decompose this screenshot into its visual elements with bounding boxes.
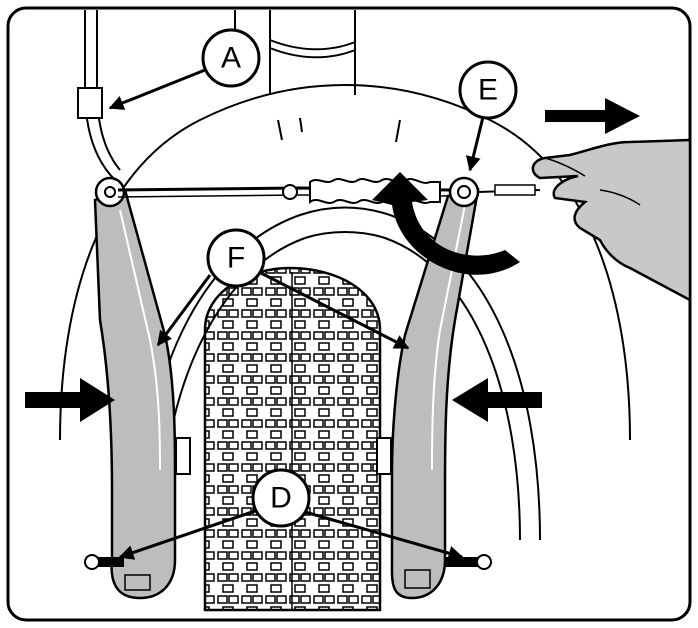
adjust-screw-left bbox=[84, 554, 124, 570]
pointer-arrow-icon bbox=[156, 274, 212, 347]
callout-d-label: D bbox=[270, 482, 292, 515]
pointer-arrow-icon bbox=[304, 510, 464, 561]
pointer-arrow-icon bbox=[108, 68, 206, 110]
push-left-arrow-icon bbox=[452, 378, 542, 422]
callout-e: E bbox=[458, 60, 518, 120]
callout-d: D bbox=[251, 468, 311, 528]
pointer-arrow-icon bbox=[465, 112, 486, 172]
left-brake-arm bbox=[93, 176, 191, 600]
callout-f: F bbox=[206, 228, 266, 288]
cable-housing bbox=[77, 10, 121, 181]
right-brake-arm bbox=[376, 176, 480, 600]
adjust-screw-right bbox=[444, 554, 492, 570]
hand-icon bbox=[531, 138, 692, 303]
callout-a-label: A bbox=[221, 42, 241, 75]
right-arrow-icon bbox=[545, 98, 640, 134]
tire bbox=[203, 266, 382, 612]
callout-a: A bbox=[201, 28, 261, 88]
curved-arrow-icon bbox=[372, 172, 520, 275]
callout-pointers bbox=[108, 68, 486, 561]
pointer-arrow-icon bbox=[118, 508, 259, 560]
push-right-arrow-icon bbox=[25, 378, 115, 422]
pointer-arrow-icon bbox=[254, 268, 410, 350]
callout-f-label: F bbox=[227, 242, 245, 275]
callout-e-label: E bbox=[478, 74, 498, 107]
